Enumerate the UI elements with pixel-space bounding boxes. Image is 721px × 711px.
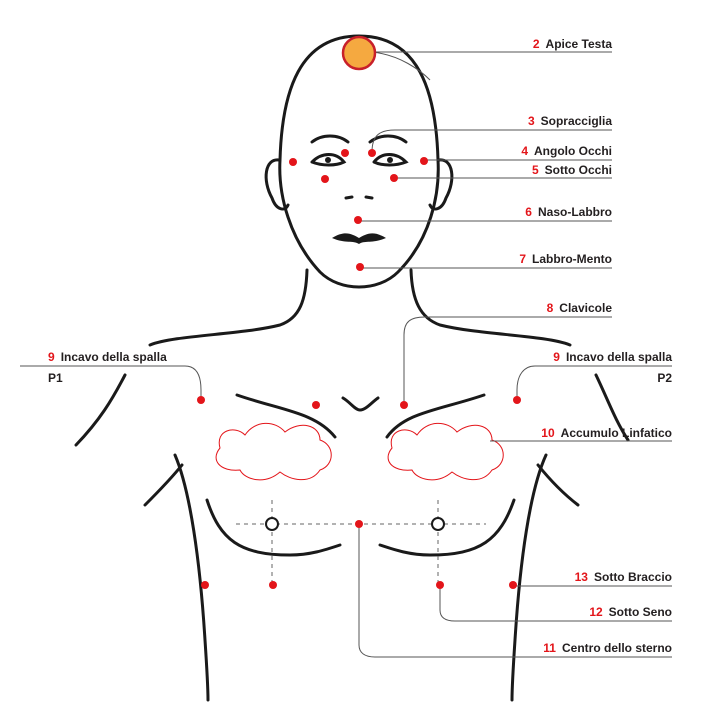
label-number: 2 — [533, 37, 540, 51]
label-text: Clavicole — [559, 301, 612, 315]
lymph-area-left — [215, 422, 332, 481]
point-7-dot[interactable] — [356, 263, 364, 271]
label-number: 7 — [519, 252, 526, 266]
label-p2: P2 — [657, 371, 672, 385]
point-8-dot-right[interactable] — [400, 401, 408, 409]
left-pectoral — [205, 498, 342, 557]
label-number: 5 — [532, 163, 539, 177]
label-centro-sterno: 11 Centro dello sterno — [543, 641, 672, 655]
point-9-dot-left[interactable] — [197, 396, 205, 404]
left-eyebrow — [310, 134, 350, 144]
point-dots — [197, 149, 521, 589]
head-outline — [278, 34, 440, 289]
right-pectoral — [378, 498, 516, 557]
point-2-apex-dot[interactable] — [341, 35, 377, 71]
right-ear — [428, 158, 454, 211]
mouth — [332, 233, 386, 244]
label-text: Sotto Seno — [609, 605, 672, 619]
left-arm-outer — [74, 373, 127, 447]
point-3-dot-right[interactable] — [368, 149, 376, 157]
label-number: 11 — [543, 641, 556, 655]
label-naso-labbro: 6 Naso-Labbro — [525, 205, 612, 219]
label-number: 6 — [525, 205, 532, 219]
right-neck-shoulder — [409, 268, 572, 347]
label-text: Incavo della spalla — [61, 350, 167, 364]
label-text: Sotto Braccio — [594, 570, 672, 584]
label-labbro-mento: 7 Labbro-Mento — [519, 252, 612, 266]
label-number: 10 — [541, 426, 555, 440]
point-4-dot-right[interactable] — [420, 157, 428, 165]
label-text: Apice Testa — [546, 37, 613, 51]
body-outline — [74, 34, 630, 702]
label-number: 4 — [521, 144, 528, 158]
left-arm-inner — [143, 463, 184, 507]
left-ear — [264, 158, 290, 211]
point-5-dot-left[interactable] — [321, 175, 329, 183]
label-sotto-seno: 12 Sotto Seno — [589, 605, 672, 619]
label-angolo-occhi: 4 Angolo Occhi — [521, 144, 612, 158]
right-nipple-marker — [431, 517, 445, 531]
label-text: Centro dello sterno — [562, 641, 672, 655]
right-clavicle — [385, 393, 486, 439]
label-p1: P1 — [48, 371, 63, 385]
right-torso-side — [510, 453, 548, 702]
right-eye — [372, 153, 409, 167]
left-eye — [310, 153, 347, 167]
point-12-dot-right[interactable] — [436, 581, 444, 589]
label-sopracciglia: 3 Sopracciglia — [528, 114, 612, 128]
label-number: 9 — [553, 350, 560, 364]
label-clavicole: 8 Clavicole — [547, 301, 613, 315]
lymph-area-right — [387, 422, 504, 481]
point-13-dot-right[interactable] — [509, 581, 517, 589]
left-clavicle — [235, 393, 337, 439]
point-13-dot-left[interactable] — [201, 581, 209, 589]
label-sotto-occhi: 5 Sotto Occhi — [532, 163, 612, 177]
label-text: Sopracciglia — [541, 114, 613, 128]
point-9-dot-right[interactable] — [513, 396, 521, 404]
left-nipple-marker — [265, 517, 279, 531]
left-torso-side — [173, 453, 210, 702]
point-11-dot[interactable] — [355, 520, 363, 528]
leader-lines — [20, 51, 672, 658]
label-text: Accumulo Linfatico — [561, 426, 672, 440]
point-3-dot-left[interactable] — [341, 149, 349, 157]
label-apice-testa: 2 Apice Testa — [533, 37, 612, 51]
left-neck-shoulder — [148, 268, 309, 347]
label-number: 13 — [575, 570, 589, 584]
right-pupil — [387, 157, 393, 163]
nose — [344, 195, 374, 200]
sternal-notch — [341, 396, 380, 412]
label-number: 12 — [589, 605, 603, 619]
label-text: Labbro-Mento — [532, 252, 612, 266]
label-text: Sotto Occhi — [545, 163, 612, 177]
right-arm-outer — [594, 373, 630, 442]
label-number: 8 — [547, 301, 554, 315]
breast-guides — [236, 500, 486, 582]
left-pupil — [325, 157, 331, 163]
label-sotto-braccio: 13 Sotto Braccio — [575, 570, 672, 584]
label-incavo-spalla-left: 9 Incavo della spalla — [48, 350, 167, 364]
point-8-dot-left[interactable] — [312, 401, 320, 409]
label-number: 3 — [528, 114, 535, 128]
label-accumulo-linfatico: 10 Accumulo Linfatico — [541, 426, 672, 440]
point-5-dot-right[interactable] — [390, 174, 398, 182]
point-12-dot-left[interactable] — [269, 581, 277, 589]
label-text: Incavo della spalla — [566, 350, 672, 364]
label-text: Naso-Labbro — [538, 205, 612, 219]
right-eyebrow — [368, 134, 408, 144]
point-4-dot-left[interactable] — [289, 158, 297, 166]
right-arm-inner — [536, 463, 580, 507]
label-text: Angolo Occhi — [534, 144, 612, 158]
label-number: 9 — [48, 350, 55, 364]
label-incavo-spalla-right: 9 Incavo della spalla — [553, 350, 672, 364]
point-6-dot[interactable] — [354, 216, 362, 224]
